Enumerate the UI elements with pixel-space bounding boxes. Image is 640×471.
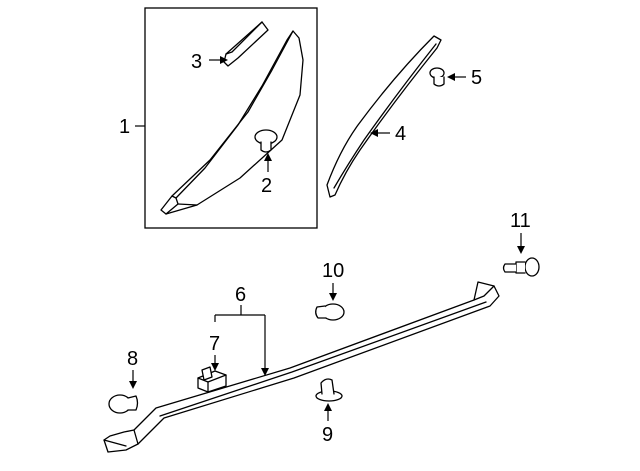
leader-7 [211,355,219,371]
callout-5: 5 [471,67,482,89]
part-6-sill-molding [103,281,500,453]
leader-2 [264,153,272,172]
part-9-grommet-clip [315,378,343,402]
callout-2: 2 [261,175,272,197]
part-3-seal-strip [223,21,269,67]
callout-11: 11 [510,210,531,232]
callout-1: 1 [119,116,130,138]
part-8-push-clip [108,394,139,414]
callout-10: 10 [322,260,344,282]
part-5-clip [429,67,445,87]
leader-5 [447,73,466,81]
callout-7: 7 [209,333,220,355]
callout-3: 3 [191,51,202,73]
part-4-molding-strip [326,35,442,198]
part-10-push-clip [315,303,345,321]
leader-3 [209,56,228,64]
callout-4: 4 [395,123,406,145]
callout-6: 6 [235,284,246,306]
leader-10 [329,283,337,301]
leader-11 [517,233,525,254]
part-1-pillar-garnish [160,30,304,215]
leader-4 [370,129,390,137]
callout-8: 8 [127,348,138,370]
leader-8 [129,370,137,389]
inset-box [144,7,318,229]
part-11-bolt [502,257,540,277]
leader-6 [214,305,269,376]
leader-9 [324,403,332,421]
part-7-retainer [197,366,227,393]
part-2-clip [254,129,278,153]
callout-9: 9 [322,424,333,446]
